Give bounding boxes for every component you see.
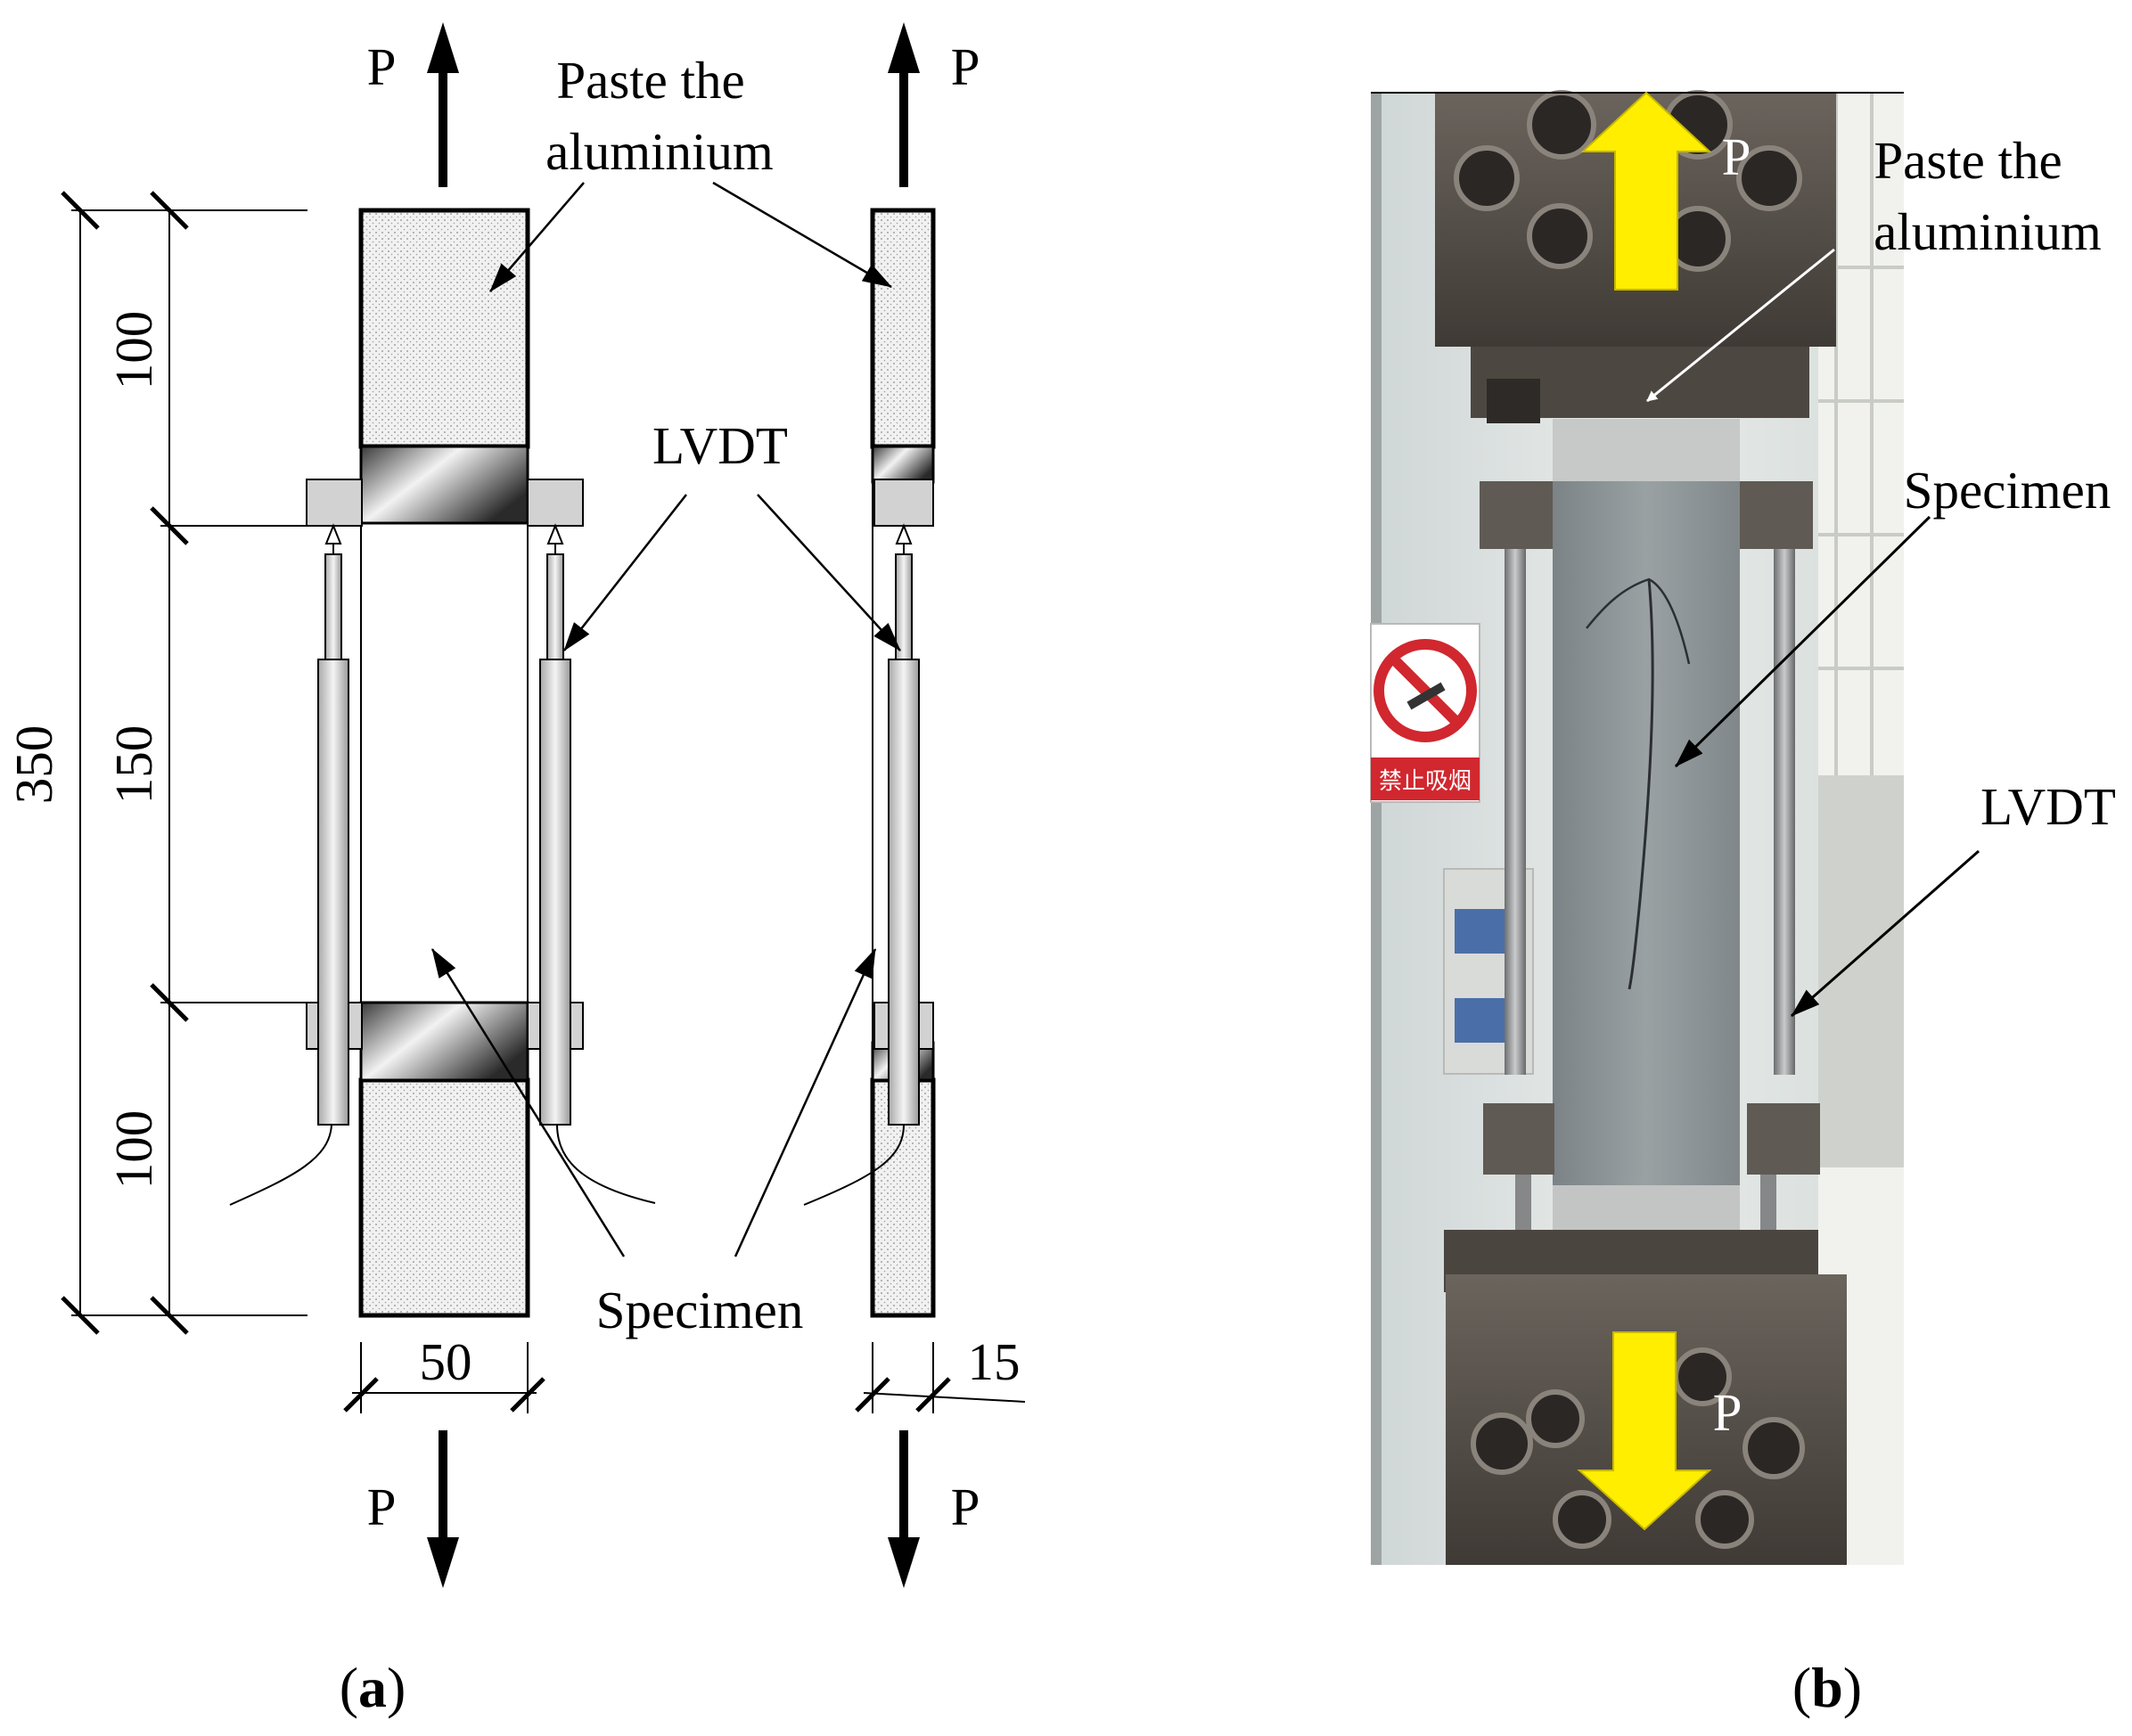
caption-a-letter: a — [358, 1656, 387, 1719]
photo-specimen-label: Specimen — [1904, 461, 2112, 520]
photo-paste-aluminium-line1: Paste the — [1874, 131, 2062, 190]
photo-lvdt-label: LVDT — [1980, 777, 2116, 836]
specimen-side-view — [803, 208, 936, 1318]
lvdt-label: LVDT — [652, 416, 788, 475]
load-label-photo-top: P — [1722, 127, 1751, 186]
caption-a: (a) — [340, 1656, 406, 1719]
load-label-bottom-right: P — [951, 1478, 980, 1536]
dimension-width-label: 50 — [420, 1332, 472, 1391]
caption-b-letter: b — [1811, 1656, 1843, 1719]
lvdt-front-right — [527, 479, 656, 1204]
paste-aluminium-label-line2: aluminium — [545, 122, 774, 181]
load-arrow-icon — [427, 22, 920, 1588]
caption-b-open: ( — [1792, 1656, 1811, 1719]
no-smoking-sign: 禁止吸烟 — [1370, 623, 1480, 803]
specimen-photo — [1553, 419, 1740, 1230]
dimension-thickness-label: 15 — [968, 1332, 1021, 1391]
caption-a-close: ) — [387, 1656, 406, 1719]
caption-b: (b) — [1792, 1656, 1862, 1719]
dimension-top-label: 100 — [104, 311, 163, 390]
panel-b-photo: 禁止吸烟 — [1370, 90, 2116, 1719]
load-label-photo-bottom: P — [1713, 1383, 1742, 1442]
dimension-middle-label: 150 — [104, 725, 163, 805]
caption-b-close: ) — [1843, 1656, 1862, 1719]
width-dimension — [343, 1342, 545, 1413]
load-arrow-icon — [1577, 91, 1712, 1531]
thickness-dimension — [855, 1342, 1026, 1413]
lvdt-photo-left — [1480, 481, 1554, 1282]
load-label-top-right: P — [951, 37, 980, 96]
load-label-bottom-left: P — [367, 1478, 397, 1536]
caption-a-open: ( — [340, 1656, 358, 1719]
load-label-top-left: P — [367, 37, 397, 96]
no-smoking-icon — [1374, 639, 1477, 742]
panel-a-schematic: 350 100 150 100 — [4, 22, 1026, 1719]
lvdt-front-left — [229, 479, 363, 1206]
specimen-front-view — [358, 208, 530, 1318]
paste-aluminium-label-line1: Paste the — [556, 51, 744, 110]
specimen-label: Specimen — [596, 1281, 804, 1339]
no-smoking-sign-text: 禁止吸烟 — [1379, 768, 1472, 795]
photo-paste-aluminium-line2: aluminium — [1874, 202, 2102, 261]
photo-callout-arrows — [1646, 248, 1980, 1018]
dimension-total-label: 350 — [4, 725, 63, 805]
callout-arrows — [430, 181, 901, 1257]
dimension-bottom-label: 100 — [104, 1110, 163, 1190]
dimension-lines — [61, 191, 308, 1335]
